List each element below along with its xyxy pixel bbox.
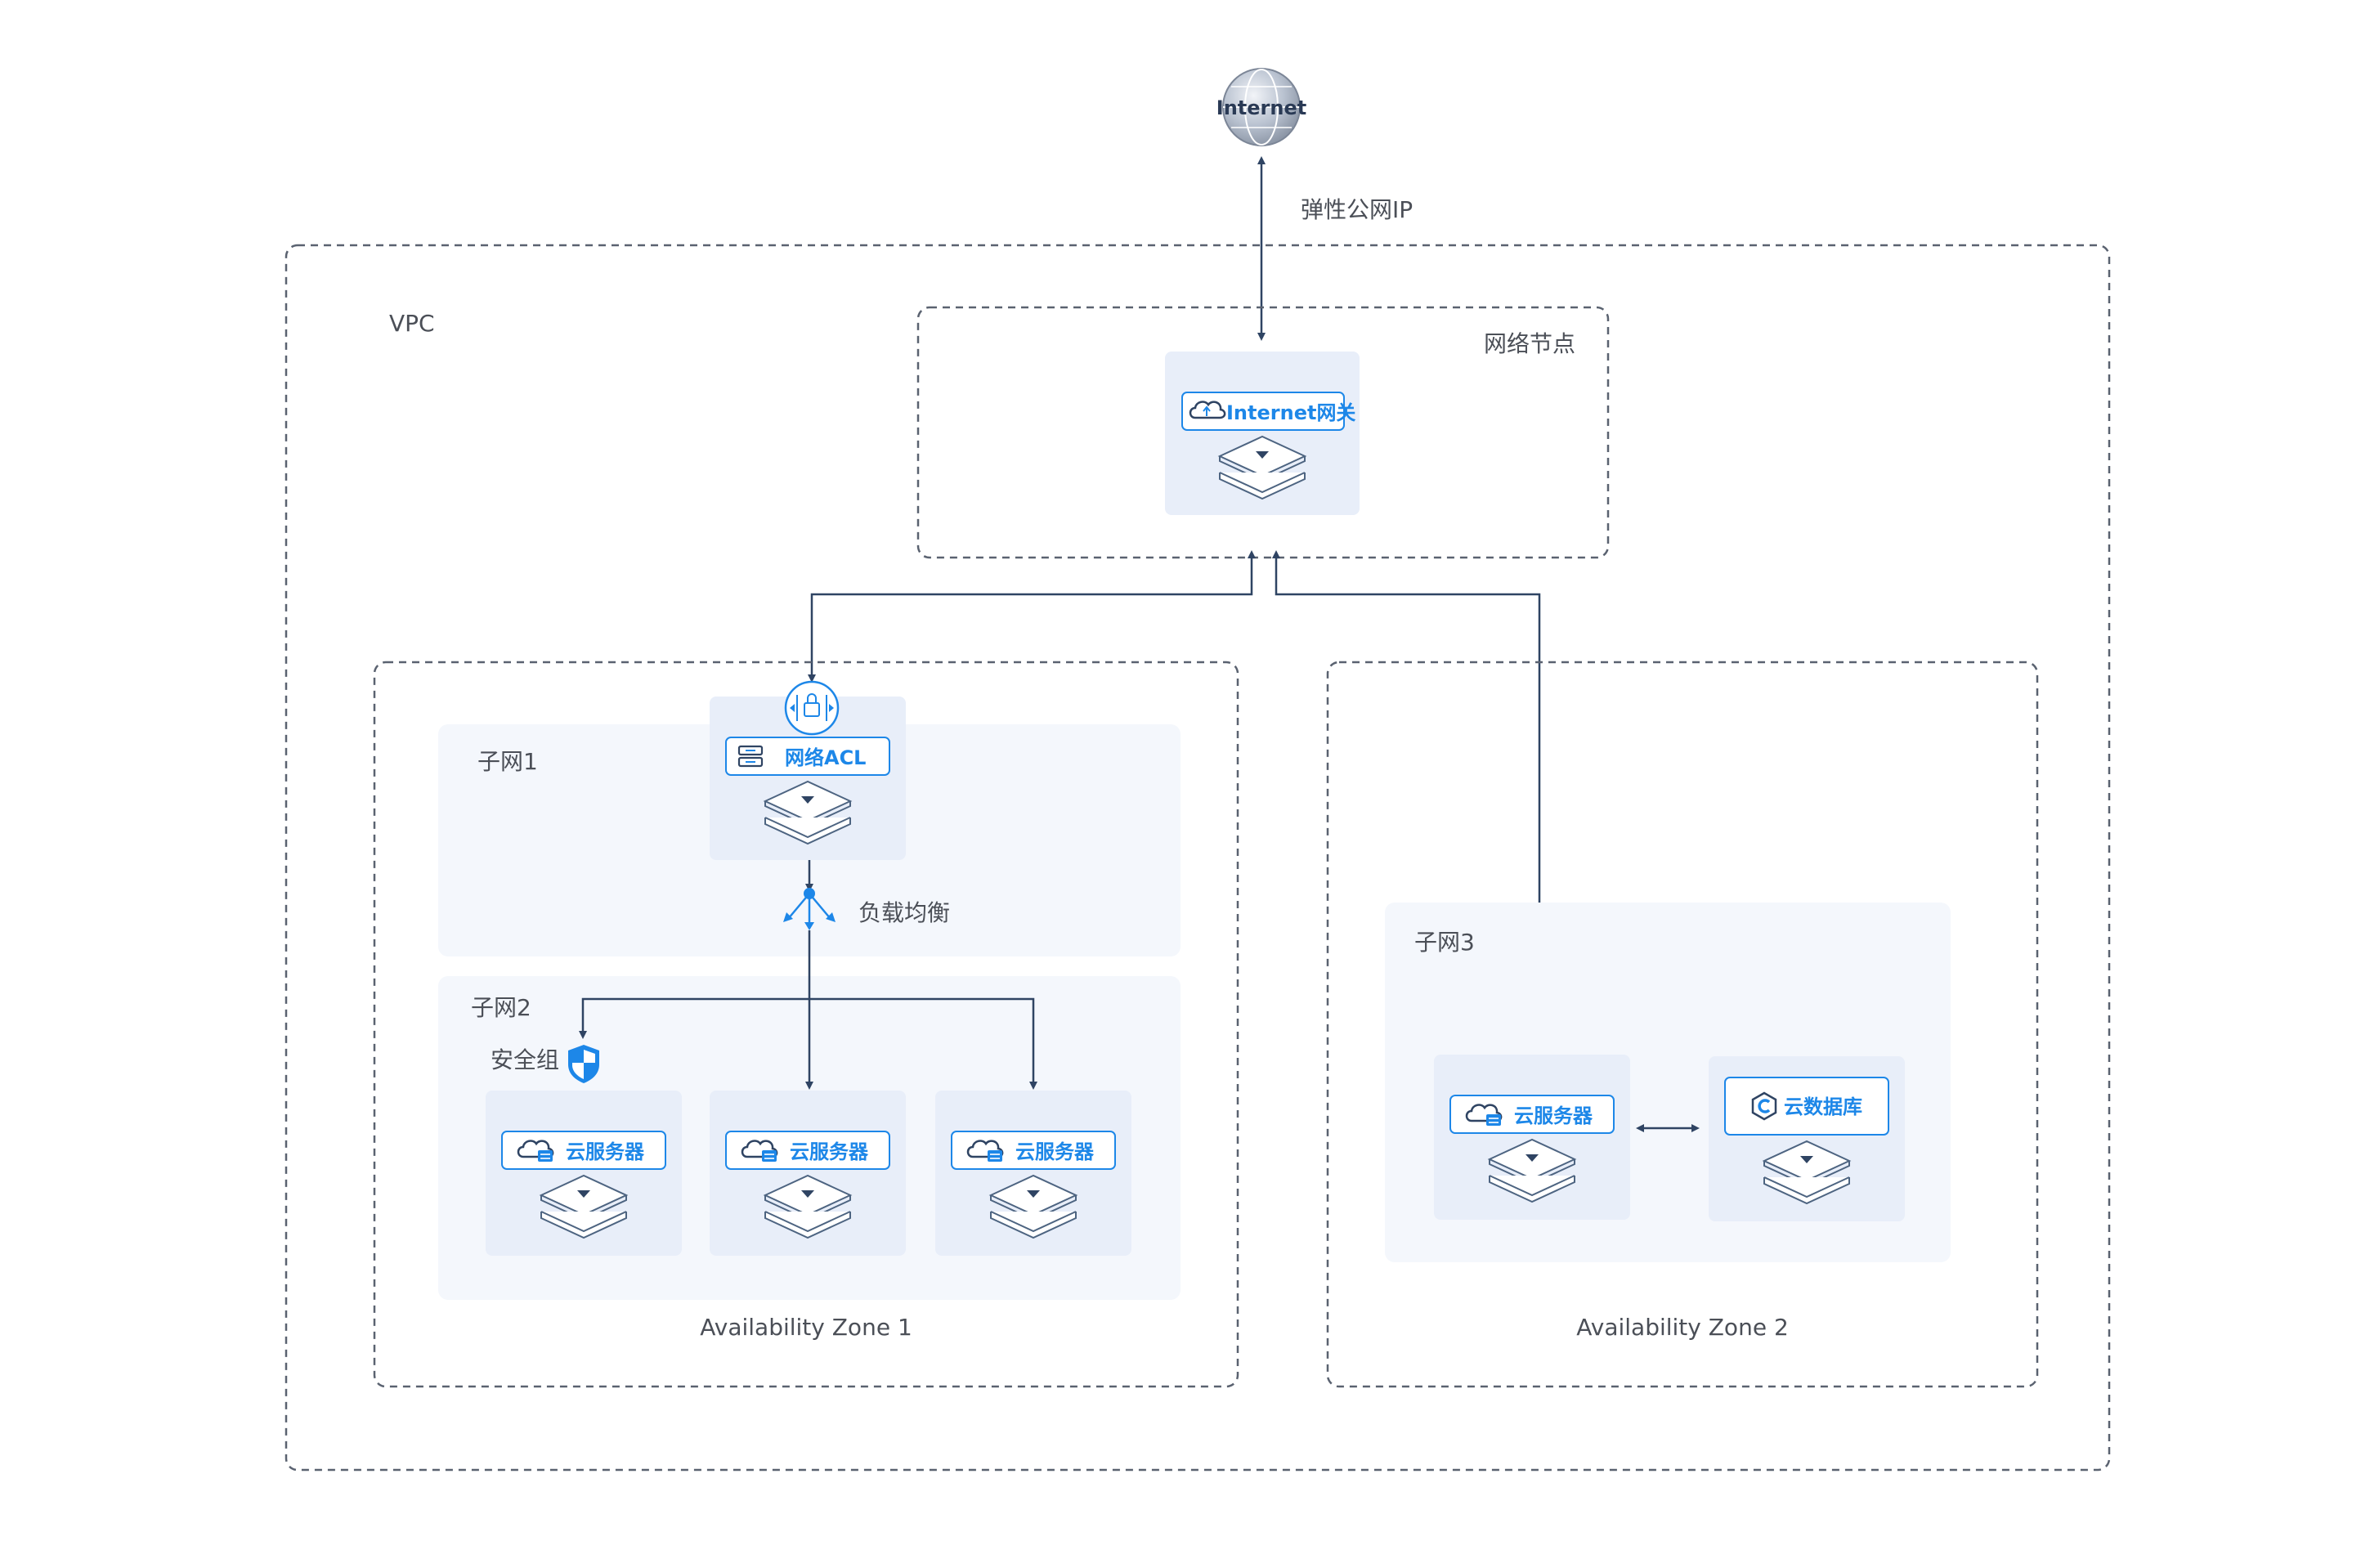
internet-gateway-card[interactable]: Internet网关 — [1165, 352, 1360, 515]
cloud-database-card[interactable]: 云数据库 — [1709, 1056, 1905, 1221]
cloud-server-card-3[interactable]: 云服务器 — [935, 1091, 1131, 1256]
security-group-label: 安全组 — [491, 1046, 559, 1073]
firewall-icon — [784, 680, 840, 736]
zone2-label: Availability Zone 2 — [1576, 1314, 1789, 1341]
load-balancer-label: 负载均衡 — [858, 899, 950, 926]
gateway-to-subnet3-link — [1272, 550, 1543, 1041]
vpc-boundary — [284, 244, 2111, 1472]
availability-zone-2 — [1326, 661, 2039, 1388]
lb-to-server-1-link — [579, 997, 809, 1039]
network-node-boundary — [916, 306, 1610, 559]
elastic-ip-label: 弹性公网IP — [1301, 196, 1413, 223]
acl-icon — [737, 745, 764, 768]
internet-label: Internet — [1216, 96, 1306, 119]
cloud-gateway-icon — [1189, 401, 1226, 419]
zone1-label: Availability Zone 1 — [700, 1314, 912, 1341]
vpc-label: VPC — [389, 310, 435, 337]
internet-gateway-label: Internet网关 — [1226, 401, 1355, 424]
zone2-cloud-server-card[interactable]: 云服务器 — [1434, 1055, 1630, 1220]
cloud-server-label: 云服务器 — [1015, 1140, 1095, 1163]
cloud-server-label: 云服务器 — [790, 1140, 869, 1163]
load-balancer-icon — [783, 888, 836, 930]
network-acl-label: 网络ACL — [785, 746, 866, 769]
cloud-database-label: 云数据库 — [1784, 1095, 1862, 1118]
subnet2-label: 子网2 — [471, 994, 531, 1021]
gateway-to-acl-link — [808, 550, 1256, 683]
cloud-server-label: 云服务器 — [566, 1140, 645, 1163]
cloud-server-label: 云服务器 — [1514, 1104, 1593, 1127]
internet-globe: Internet — [1216, 68, 1306, 146]
subnet1-label: 子网1 — [477, 748, 538, 775]
lb-to-server-3-link — [809, 997, 1037, 1090]
subnet3-label: 子网3 — [1414, 929, 1475, 956]
network-acl-card[interactable]: 网络ACL — [710, 697, 906, 860]
shield-icon — [568, 1045, 599, 1083]
cloud-server-card-2[interactable]: 云服务器 — [710, 1091, 906, 1256]
network-node-label: 网络节点 — [1484, 330, 1575, 357]
cloud-server-card-1[interactable]: 云服务器 — [486, 1091, 682, 1256]
database-icon — [1751, 1091, 1777, 1121]
availability-zone-1 — [373, 661, 1239, 1388]
